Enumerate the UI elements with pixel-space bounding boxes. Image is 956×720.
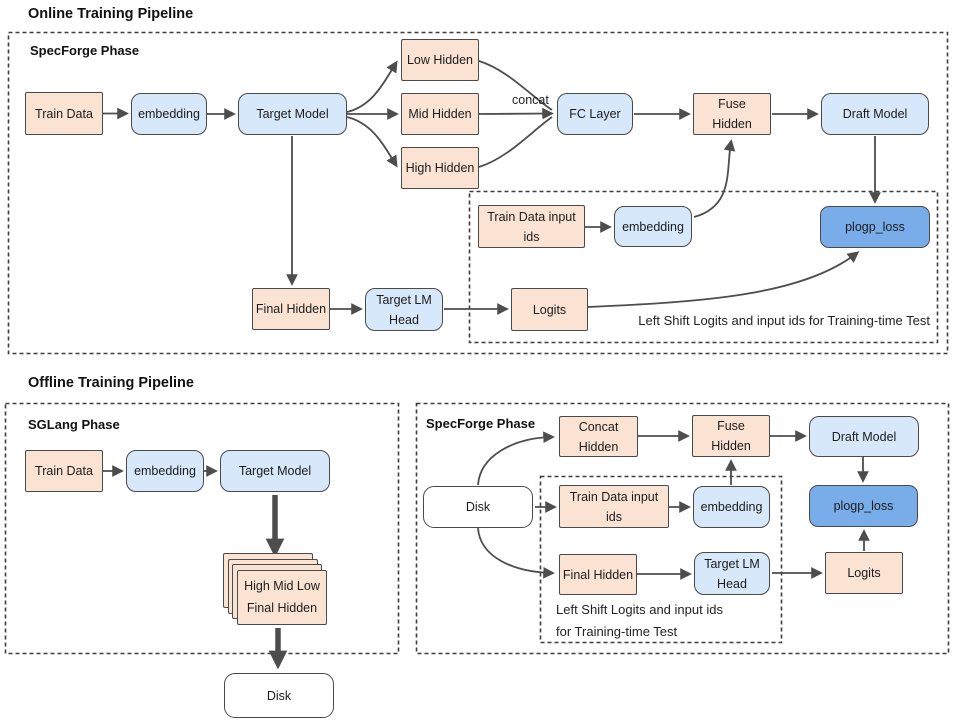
arrow-logits-to-plogploss (587, 251, 860, 308)
node-offline-fuse-hidden: Fuse Hidden (692, 415, 770, 457)
node-offline-logits: Logits (825, 552, 903, 594)
node-fuse-hidden: Fuse Hidden (693, 93, 771, 135)
node-sglang-embedding: embedding (126, 450, 204, 492)
node-sglang-train-data: Train Data (25, 450, 103, 492)
offline-specforge-phase-label: SpecForge Phase (426, 416, 536, 431)
node-offline-plogp-loss: plogp_loss (809, 485, 918, 527)
online-section-title: Online Training Pipeline (28, 6, 194, 22)
curve-lowhidden-concat (478, 60, 553, 111)
node-logits: Logits (511, 288, 588, 331)
arrow-targetmodel-to-highhidden (346, 116, 398, 168)
offline-leftshift-note-line1: Left Shift Logits and input ids (556, 602, 723, 617)
offline-leftshift-dashed-box (539, 475, 783, 644)
node-embedding: embedding (131, 93, 207, 135)
arrow-embeddingids-to-fusehidden (693, 139, 736, 218)
node-high-hidden: High Hidden (401, 147, 479, 189)
arrow-concat-to-fclayer (478, 107, 554, 120)
online-leftshift-note: Left Shift Logits and input ids for Trai… (638, 313, 930, 328)
node-train-data: Train Data (25, 92, 103, 135)
sglang-dashed-box (4, 402, 400, 655)
sglang-phase-label: SGLang Phase (28, 417, 120, 432)
node-offline-final-hidden: Final Hidden (559, 554, 637, 595)
arrow-disk-to-finalhidden (477, 527, 555, 579)
offline-specforge-dashed-box (415, 402, 950, 655)
offline-leftshift-note-line2: for Training-time Test (556, 624, 678, 639)
node-target-model: Target Model (238, 93, 347, 135)
node-offline-embedding: embedding (693, 486, 770, 528)
node-final-hidden: Final Hidden (252, 288, 330, 330)
hidden-stack-card-front: High Mid Low Final Hidden (237, 570, 327, 625)
node-offline-disk: Disk (423, 486, 533, 528)
node-sglang-target-model: Target Model (220, 450, 330, 492)
node-low-hidden: Low Hidden (401, 39, 479, 81)
node-draft-model: Draft Model (821, 93, 929, 135)
node-offline-draft-model: Draft Model (809, 416, 919, 457)
node-concat-hidden: Concat Hidden (559, 416, 638, 457)
node-mid-hidden: Mid Hidden (401, 93, 479, 135)
arrow-targetmodel-to-lowhidden (346, 60, 398, 113)
node-plogp-loss: plogp_loss (820, 206, 930, 248)
offline-section-title: Offline Training Pipeline (28, 375, 194, 391)
node-embedding-ids: embedding (614, 206, 692, 247)
arrow-disk-to-concathidden (477, 431, 555, 486)
node-offline-train-data-input-ids: Train Data input ids (559, 485, 669, 528)
online-leftshift-dashed-box (468, 190, 939, 344)
concat-label: concat (512, 93, 549, 107)
online-phase-label: SpecForge Phase (30, 43, 140, 58)
node-offline-target-lm-head: Target LM Head (694, 552, 770, 595)
node-fc-layer: FC Layer (557, 93, 633, 135)
node-target-lm-head: Target LM Head (365, 288, 443, 331)
curve-highhidden-concat (478, 116, 553, 168)
node-train-data-input-ids: Train Data input ids (478, 205, 585, 248)
online-specforge-dashed-box (7, 31, 949, 355)
node-sglang-disk: Disk (224, 673, 334, 718)
